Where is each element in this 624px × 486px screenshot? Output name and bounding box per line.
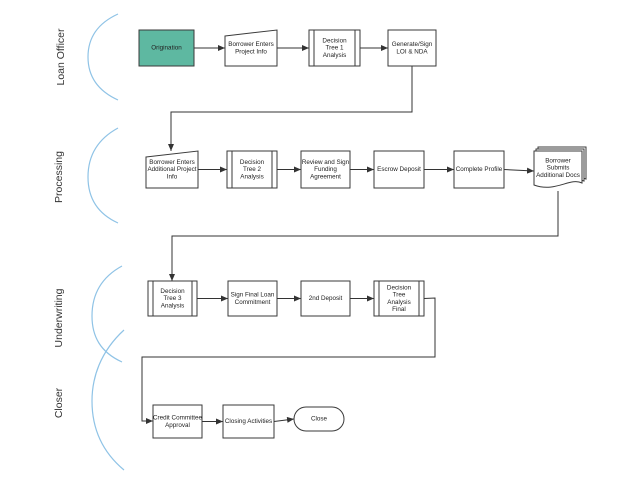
connector-borrower-submits-docs-to-decision-tree-3 [169,191,559,281]
manual-input-shape [145,150,199,189]
lane-loan-officer: Loan Officer [55,13,119,101]
lane-label: Processing [53,151,65,203]
step-label-line: Submits [547,165,570,172]
step-label-line: Borrower [545,157,571,164]
start-shape [138,29,195,67]
step-label-line: Tree 1 [326,45,344,52]
step-label-line: Borrower Enters [228,41,274,48]
step-label-line: Decision [160,288,185,295]
step-label-line: Decision [387,284,412,291]
step-label-line: Additional Project [147,166,196,173]
step-label-line: Generate/Sign [392,41,433,48]
lane-bracket [91,265,123,363]
step-closing-activities[interactable]: Closing Activities [222,404,275,439]
step-label-line: Analysis [323,52,346,59]
step-complete-profile[interactable]: Complete Profile [453,150,505,189]
connector-layer [141,45,559,425]
step-label-line: Closing Activities [225,418,272,425]
process-shape [300,280,351,317]
predefined-process-shape [147,280,198,317]
step-label-line: Tree 2 [243,166,261,173]
step-label-line: Info [167,173,178,180]
process-shape [222,404,275,439]
step-origination[interactable]: Origination [138,29,195,67]
step-label-line: Origination [151,45,182,52]
connector-generate-sign-loi-to-borrower-enters-additional [168,66,413,151]
step-label-line: Sign Final Loan [231,292,275,299]
process-shape [373,150,425,189]
process-shape [453,150,505,189]
connector-decision-tree-final-to-credit-committee [141,297,436,424]
step-second-deposit[interactable]: 2nd Deposit [300,280,351,317]
predefined-process-shape [226,150,278,189]
step-label-line: Analysis [161,302,184,309]
step-label-line: Commitment [235,299,271,306]
lane-bracket [91,329,125,471]
connector-complete-profile-to-borrower-submits-docs [503,167,535,174]
manual-input-shape [224,29,278,67]
process-shape [387,29,437,67]
step-label-line: Decision [322,37,347,44]
lane-closer: Closer [53,329,125,471]
step-label-line: Tree 3 [164,295,182,302]
lane-bracket [87,13,119,101]
predefined-process-shape [373,280,425,317]
lane-processing: Processing [53,127,119,224]
predefined-process-shape [308,29,361,67]
step-label-line: 2nd Deposit [309,295,343,302]
step-label-line: Complete Profile [456,166,503,173]
process-shape [227,280,278,317]
lane-underwriting: Underwriting [53,265,123,363]
step-label-line: Analysis [387,299,410,306]
step-label-line: Final [392,306,406,313]
process-shape [300,150,351,189]
step-label-line: Escrow Deposit [377,166,421,173]
step-label-line: Funding [314,166,337,173]
connector-closing-activities-to-close [273,416,295,423]
lane-label: Closer [53,387,65,418]
lane-bracket [87,127,119,224]
lane-label: Underwriting [53,288,65,347]
step-escrow-deposit[interactable]: Escrow Deposit [373,150,425,189]
step-label-line: Borrower Enters [149,159,195,166]
step-label-line: LOI & NDA [396,48,428,55]
step-label-line: Close [311,416,328,423]
step-label-line: Decision [240,159,265,166]
step-label-line: Agreement [310,173,341,180]
step-label-line: Approval [165,422,190,429]
lane-label: Loan Officer [55,28,67,86]
step-label-line: Project Info [235,48,267,55]
step-close[interactable]: Close [293,406,345,432]
step-label-line: Tree [393,292,406,299]
step-label-line: Credit Committee [153,415,202,422]
step-label-line: Additional Docs [536,172,580,179]
document-front [533,150,583,188]
step-label-line: Analysis [240,173,263,180]
terminator-shape [293,406,345,432]
process-shape [152,404,203,439]
step-label-line: Review and Sign [302,159,350,166]
